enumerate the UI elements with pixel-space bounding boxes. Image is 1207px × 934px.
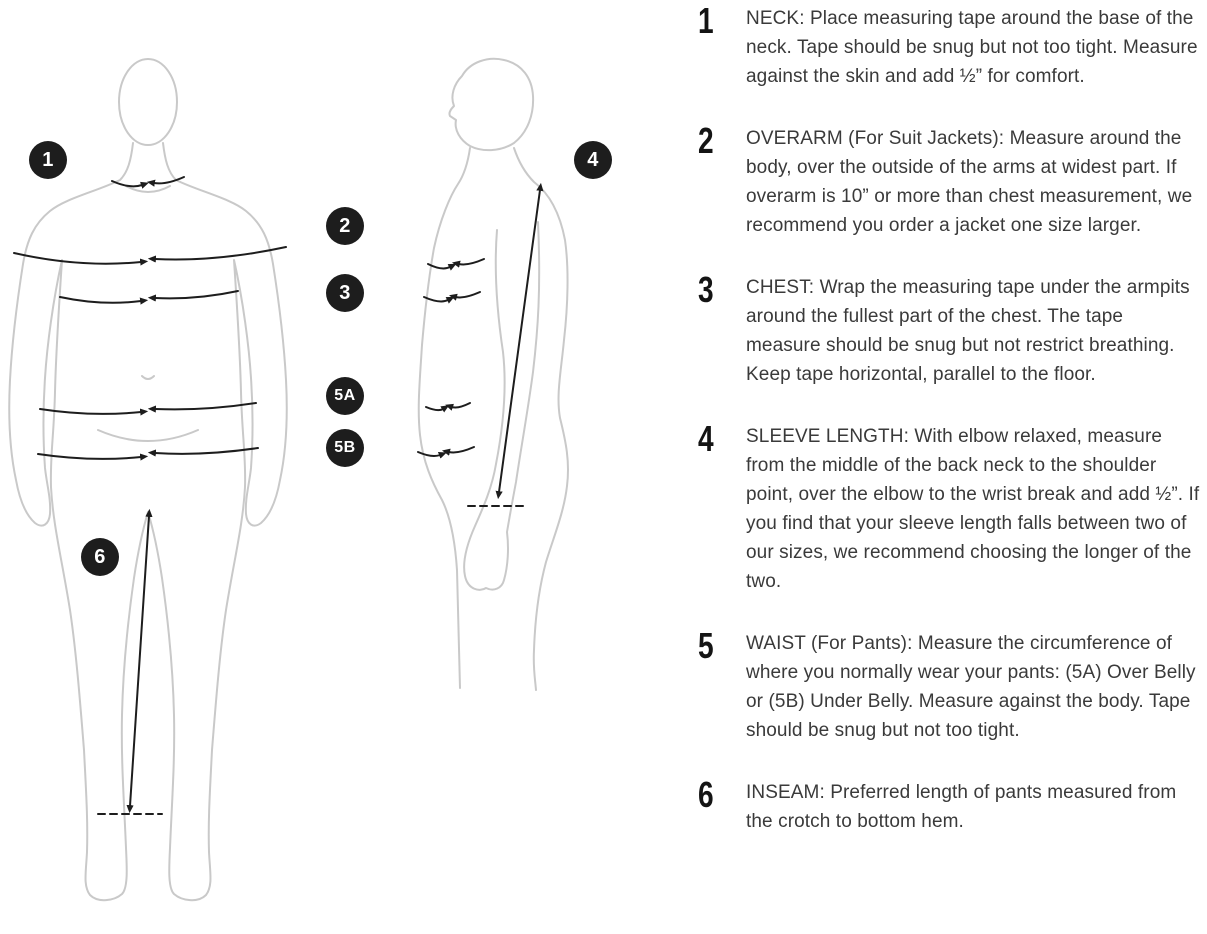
instruction-title: OVERARM (For Suit Jackets): [746, 128, 1005, 149]
side-figure-head [448, 57, 535, 152]
marker-waist-under-belly-label: 5B [334, 439, 356, 456]
instruction-body: With elbow relaxed, measure from the mid… [746, 426, 1200, 592]
instruction-item-neck: 1 NECK: Place measuring tape around the … [698, 0, 1203, 91]
instruction-title: WAIST (For Pants): [746, 633, 913, 654]
instruction-number: 4 [698, 418, 714, 459]
marker-overarm-label: 2 [339, 214, 351, 237]
side-waist-band-upper [425, 402, 471, 413]
inseam-arrow [126, 508, 153, 814]
instruction-item-inseam: 6 INSEAM: Preferred length of pants meas… [698, 774, 1203, 836]
side-figure-back-line [513, 147, 570, 691]
instruction-text: CHEST: Wrap the measuring tape under the… [746, 273, 1203, 389]
instruction-item-sleeve-length: 4 SLEEVE LENGTH: With elbow relaxed, mea… [698, 418, 1203, 596]
instruction-number: 1 [698, 0, 714, 41]
side-chest-band-lower [423, 291, 481, 304]
instruction-title: SLEEVE LENGTH: [746, 426, 909, 447]
instruction-body: Measure the circumference of where you n… [746, 633, 1196, 741]
overarm-measure-band [13, 246, 287, 266]
side-figure-front-line [417, 147, 471, 689]
instruction-body: Measure around the body, over the outsid… [746, 128, 1193, 236]
marker-chest: 3 [326, 274, 364, 312]
marker-sleeve-label: 4 [587, 148, 599, 171]
instruction-number: 3 [698, 269, 714, 310]
marker-waist-over-belly-label: 5A [334, 387, 356, 404]
instruction-body: Wrap the measuring tape under the armpit… [746, 277, 1190, 385]
instruction-text: SLEEVE LENGTH: With elbow relaxed, measu… [746, 422, 1203, 596]
instruction-body: Place measuring tape around the base of … [746, 8, 1198, 87]
side-measure-arrows [417, 182, 544, 507]
front-figure-navel [141, 375, 155, 380]
instruction-title: CHEST: [746, 277, 815, 298]
marker-sleeve: 4 [574, 141, 612, 179]
side-chest-band-upper [427, 258, 485, 271]
instruction-text: INSEAM: Preferred length of pants measur… [746, 778, 1203, 836]
instruction-item-waist: 5 WAIST (For Pants): Measure the circumf… [698, 625, 1203, 745]
marker-waist-under-belly: 5B [326, 429, 364, 467]
front-figure-collar-line [125, 185, 171, 193]
sleeve-length-arrow [495, 182, 544, 500]
front-figure [8, 58, 288, 902]
front-measure-arrows [13, 176, 287, 815]
marker-overarm: 2 [326, 207, 364, 245]
instruction-text: WAIST (For Pants): Measure the circumfer… [746, 629, 1203, 745]
figures-svg [8, 57, 570, 902]
instruction-number: 2 [698, 120, 714, 161]
front-figure-belly-curve [97, 429, 199, 442]
instructions-list: 1 NECK: Place measuring tape around the … [698, 0, 1203, 836]
instruction-item-overarm: 2 OVERARM (For Suit Jackets): Measure ar… [698, 120, 1203, 240]
side-figure [417, 57, 570, 691]
instruction-text: NECK: Place measuring tape around the ba… [746, 4, 1203, 91]
chest-measure-band [59, 290, 239, 305]
instruction-number: 5 [698, 625, 714, 666]
instruction-item-chest: 3 CHEST: Wrap the measuring tape under t… [698, 269, 1203, 389]
side-waist-band-lower [417, 446, 475, 459]
marker-inseam-label: 6 [94, 545, 106, 568]
waist-under-belly-band [37, 447, 259, 461]
marker-inseam: 6 [81, 538, 119, 576]
instruction-number: 6 [698, 774, 714, 815]
front-figure-head [118, 58, 178, 146]
marker-neck-label: 1 [42, 148, 54, 171]
marker-chest-label: 3 [339, 281, 351, 304]
marker-neck: 1 [29, 141, 67, 179]
instruction-body: Preferred length of pants measured from … [746, 782, 1177, 832]
waist-over-belly-band [39, 402, 257, 416]
instruction-title: NECK: [746, 8, 805, 29]
instruction-title: INSEAM: [746, 782, 825, 803]
neck-measure-band [111, 176, 185, 189]
measurement-diagram: 1 2 3 4 5A 5B 6 [8, 57, 612, 902]
marker-waist-over-belly: 5A [326, 377, 364, 415]
instruction-text: OVERARM (For Suit Jackets): Measure arou… [746, 124, 1203, 240]
